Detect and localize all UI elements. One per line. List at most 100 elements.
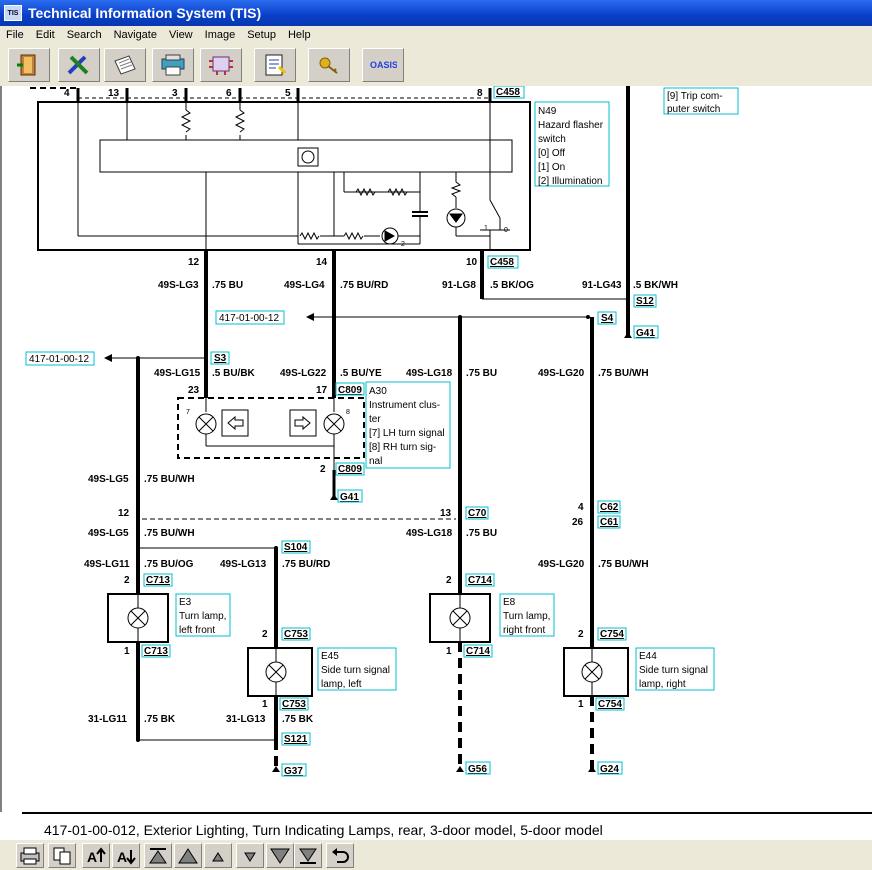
printer-button[interactable] xyxy=(152,48,194,82)
ground-g24: G24 xyxy=(600,764,619,775)
connector-c458-top: C458 xyxy=(496,87,520,98)
n49-pin-5: 5 xyxy=(285,88,291,99)
notepad-icon xyxy=(265,54,287,76)
a30-module-box xyxy=(177,397,365,459)
a30-label-box xyxy=(365,381,451,469)
wire-lg18-label: 49S-LG18 xyxy=(406,368,453,379)
zoom-out-text-button[interactable]: A xyxy=(112,843,140,868)
wire-lg13-ground-label: 31-LG13 xyxy=(226,714,266,725)
last-page-button[interactable] xyxy=(294,843,322,868)
print-button[interactable] xyxy=(16,843,44,868)
document-icon xyxy=(114,55,136,75)
trip-note-line-2: puter switch xyxy=(667,104,720,115)
e45-label-line-1: E45 xyxy=(321,651,339,662)
wire-lg4-label: 49S-LG4 xyxy=(284,280,325,291)
navigation-toolbar: A A xyxy=(0,840,872,870)
key-icon xyxy=(319,57,338,74)
wire-lg8-spec: .5 BK/OG xyxy=(490,280,534,291)
a30-label-line-4: [7] LH turn signal xyxy=(369,428,445,439)
a30-label-line-1: A30 xyxy=(369,386,387,397)
n49-pin-14: 14 xyxy=(316,257,328,268)
wiring-button[interactable] xyxy=(200,48,242,82)
document-button[interactable] xyxy=(104,48,146,82)
wire-lg22-spec: .5 BU/YE xyxy=(340,368,382,379)
key-button[interactable] xyxy=(308,48,350,82)
first-page-button[interactable] xyxy=(144,843,172,868)
back-button[interactable] xyxy=(326,843,354,868)
splice-s4: S4 xyxy=(601,313,614,324)
splice-s104: S104 xyxy=(284,542,308,553)
page-down-button[interactable] xyxy=(266,843,294,868)
e3-pin-1: 1 xyxy=(124,646,130,657)
connector-c70-pin-13: 13 xyxy=(440,508,452,519)
n49-pin-6: 6 xyxy=(226,88,232,99)
wire-lg8-label: 91-LG8 xyxy=(442,280,476,291)
e3-label-box xyxy=(175,593,231,637)
n49-label-line-4: [0] Off xyxy=(538,148,565,159)
wiring-diagram-canvas[interactable]: 2 1 0 4 13 3 6 5 8 C458 N49 Hazard flash… xyxy=(0,86,872,840)
diagram-caption-area: 417-01-00-012, Exterior Lighting, Turn I… xyxy=(0,812,872,840)
wire-lg3-label: 49S-LG3 xyxy=(158,280,199,291)
page-up-icon xyxy=(178,847,198,863)
menu-setup[interactable]: Setup xyxy=(247,29,276,41)
notepad-button[interactable] xyxy=(254,48,296,82)
menu-file[interactable]: File xyxy=(6,29,24,41)
app-icon: TIS xyxy=(4,5,22,21)
cross-reference-a[interactable] xyxy=(215,310,285,325)
trip-note-line-1: [9] Trip com- xyxy=(667,91,723,102)
oasis-icon: OASIS xyxy=(370,60,397,70)
connector-c713-bottom: C713 xyxy=(144,646,168,657)
e45-pin-2: 2 xyxy=(262,629,268,640)
cross-reference-b[interactable] xyxy=(25,351,95,366)
tools-button[interactable] xyxy=(58,48,100,82)
e8-label-line-1: E8 xyxy=(503,597,516,608)
connector-pin-12: 12 xyxy=(118,508,130,519)
e45-lamp-box xyxy=(247,647,313,697)
n49-label-line-5: [1] On xyxy=(538,162,565,173)
wire-lg4-spec: .75 BU/RD xyxy=(340,280,388,291)
e44-label-line-3: lamp, right xyxy=(639,679,686,690)
e44-label-line-1: E44 xyxy=(639,651,657,662)
wire-lg22-label: 49S-LG22 xyxy=(280,368,327,379)
e8-label-line-2: Turn lamp, xyxy=(503,611,550,622)
e44-lamp-box xyxy=(563,647,629,697)
splice-s121: S121 xyxy=(284,734,308,745)
n49-pin-12: 12 xyxy=(188,257,200,268)
diagram-caption: 417-01-00-012, Exterior Lighting, Turn I… xyxy=(44,822,603,838)
e3-label-line-2: Turn lamp, xyxy=(179,611,226,622)
n49-label-box xyxy=(534,101,610,187)
menu-edit[interactable]: Edit xyxy=(35,29,55,41)
n49-switch-mark-0: 0 xyxy=(504,227,508,234)
connector-c714-top: C714 xyxy=(468,575,492,586)
n49-pin-8: 8 xyxy=(477,88,483,99)
zoom-in-text-icon: A xyxy=(87,846,106,865)
n49-pin-13: 13 xyxy=(108,88,120,99)
cross-reference-b-text: 417-01-00-12 xyxy=(29,354,89,365)
connector-c70: C70 xyxy=(468,508,487,519)
exit-button[interactable] xyxy=(8,48,50,82)
menu-navigate[interactable]: Navigate xyxy=(113,29,157,41)
wire-lg20-label-lower: 49S-LG20 xyxy=(538,559,585,570)
page-up-button[interactable] xyxy=(174,843,202,868)
ground-g41-middle: G41 xyxy=(340,492,359,503)
zoom-in-text-button[interactable]: A xyxy=(82,843,110,868)
line-down-button[interactable] xyxy=(236,843,264,868)
splice-s12: S12 xyxy=(636,296,654,307)
wire-lg13-spec: .75 BU/RD xyxy=(282,559,330,570)
e45-label-line-3: lamp, left xyxy=(321,679,362,690)
copy-button[interactable] xyxy=(48,843,76,868)
n49-pin-10: 10 xyxy=(466,257,478,268)
n49-electronics-box xyxy=(99,139,513,173)
menu-image[interactable]: Image xyxy=(204,29,236,41)
wire-lg13-ground-spec: .75 BK xyxy=(282,714,314,725)
line-up-button[interactable] xyxy=(204,843,232,868)
splice-s3: S3 xyxy=(214,353,227,364)
connector-c61-pin-26: 26 xyxy=(572,517,584,528)
menu-search[interactable]: Search xyxy=(66,29,102,41)
wire-lg13-label: 49S-LG13 xyxy=(220,559,267,570)
oasis-button[interactable]: OASIS xyxy=(362,48,404,82)
e45-label-line-2: Side turn signal xyxy=(321,665,390,676)
menu-help[interactable]: Help xyxy=(287,29,311,41)
wire-lg18-spec: .75 BU xyxy=(466,368,497,379)
menu-view[interactable]: View xyxy=(168,29,193,41)
